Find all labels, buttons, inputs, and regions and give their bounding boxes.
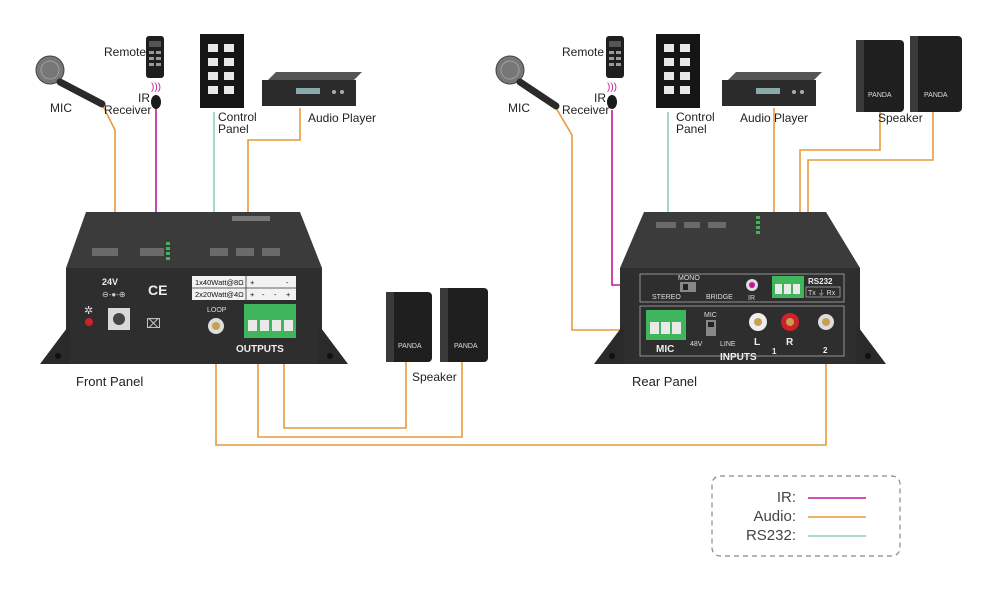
ir-port-label: IR <box>748 295 755 302</box>
input-1-label: 1 <box>772 347 777 356</box>
speaker-icon <box>910 36 962 112</box>
stereo-label: STEREO <box>652 294 681 301</box>
remote-label-left: Remote <box>104 45 146 59</box>
legend-audio-label: Audio: <box>753 508 796 525</box>
mic-label-right: MIC <box>508 101 530 115</box>
remote-icon-left <box>146 36 164 78</box>
weee-icon: ⌧ <box>146 316 161 331</box>
mic-head-icon <box>495 55 525 85</box>
input-2-label: 2 <box>823 346 828 355</box>
inputs-label: INPUTS <box>720 352 757 363</box>
mic-body-icon <box>56 78 106 108</box>
ce-mark: CE <box>148 282 167 298</box>
control-panel-icon-left <box>200 34 244 108</box>
power-label: 24V <box>102 277 118 287</box>
legend: IR: Audio: RS232: <box>711 475 901 557</box>
loop-label: LOOP <box>207 307 227 314</box>
mic-line-switch[interactable] <box>706 320 716 336</box>
legend-box <box>711 475 901 557</box>
speaker-pair-front: PANDA PANDA <box>386 288 488 362</box>
right-label: R <box>786 337 794 348</box>
speaker-cable-right-b <box>807 112 934 215</box>
rs232-label: RS232 <box>808 277 833 286</box>
polarity-icon: ⊖-●-⊕ <box>102 290 126 299</box>
mic-block-label: MIC <box>656 344 674 355</box>
speaker-label-rear: Speaker <box>878 111 923 125</box>
speaker-cable-left-b <box>283 348 407 429</box>
rear-panel-amplifier: MONO STEREO BRIDGE IR RS232 Tx ⏚ Rx MIC … <box>594 212 886 364</box>
ir-wave-icon-right: ))) <box>607 82 617 93</box>
svg-text:PANDA: PANDA <box>868 92 892 99</box>
control-panel-icon-right <box>656 34 700 108</box>
ir-receiver-label-left-1: IR <box>138 91 150 105</box>
mic-switch-label: MIC <box>704 312 717 319</box>
rating-minus-2: - <box>262 290 265 299</box>
audio-player-icon-right <box>722 72 822 106</box>
ir-receiver-icon-right <box>607 95 617 109</box>
rating-1: 1x40Watt@8Ω <box>195 278 244 287</box>
left-label: L <box>754 337 760 348</box>
ir-wave-icon-left: ))) <box>151 82 161 93</box>
line-label: LINE <box>720 341 736 348</box>
audio-player-cable-left <box>247 108 301 212</box>
rating-minus-1: - <box>286 278 289 287</box>
rear-panel-caption: Rear Panel <box>632 374 697 389</box>
rating-plus-1: + <box>250 278 255 287</box>
audio-player-label-right: Audio Player <box>740 111 808 125</box>
control-panel-label-left-1: Control <box>218 110 257 124</box>
control-panel-label-left-2: Panel <box>218 122 249 136</box>
mic-head-icon <box>35 55 65 85</box>
speaker-cable-right-a <box>799 112 881 215</box>
audio-player-icon-left <box>262 72 362 106</box>
power-led <box>85 318 93 326</box>
48v-label: 48V <box>690 341 703 348</box>
ir-receiver-label-right-2: Receiver <box>562 103 609 117</box>
mic-audio-cable-right <box>555 107 640 331</box>
microphone-left <box>35 55 106 108</box>
speaker-label-front: Speaker <box>412 370 457 384</box>
rating-minus-3: - <box>274 290 277 299</box>
front-panel-caption: Front Panel <box>76 374 143 389</box>
microphone-right <box>495 55 560 110</box>
mic-audio-cable-left <box>99 99 116 212</box>
remote-icon-right <box>606 36 624 78</box>
speaker-icon <box>386 292 432 362</box>
rating-plus-2: + <box>250 290 255 299</box>
loop-to-input2-cable <box>215 330 827 446</box>
ir-receiver-label-left-2: Receiver <box>104 103 151 117</box>
front-panel-amplifier: 24V ⊖-●-⊕ CE ✲ ⌧ 1x40Watt@8Ω 2x20Watt@4Ω… <box>40 212 348 364</box>
rating-plus-3: + <box>286 290 291 299</box>
svg-text:PANDA: PANDA <box>454 343 478 350</box>
control-panel-label-right-1: Control <box>676 110 715 124</box>
light-icon: ✲ <box>84 305 93 317</box>
mic-body-icon <box>516 78 560 110</box>
speaker-cable-left-a <box>257 348 463 438</box>
ir-receiver-label-right-1: IR <box>594 91 606 105</box>
svg-text:PANDA: PANDA <box>398 343 422 350</box>
outputs-label: OUTPUTS <box>236 344 284 355</box>
mic-label-left: MIC <box>50 101 72 115</box>
control-panel-label-right-2: Panel <box>676 122 707 136</box>
rating-2: 2x20Watt@4Ω <box>195 290 244 299</box>
speaker-pair-rear: PANDA PANDA <box>856 36 962 112</box>
audio-player-label-left: Audio Player <box>308 111 376 125</box>
legend-rs232-label: RS232: <box>746 527 796 544</box>
txrx-label: Tx ⏚ Rx <box>808 289 836 297</box>
svg-text:PANDA: PANDA <box>924 92 948 99</box>
ir-receiver-icon-left <box>151 95 161 109</box>
remote-label-right: Remote <box>562 45 604 59</box>
bridge-label: BRIDGE <box>706 294 733 301</box>
speaker-icon <box>856 40 904 112</box>
legend-ir-label: IR: <box>777 489 796 506</box>
mono-label: MONO <box>678 275 700 282</box>
speaker-icon <box>440 288 488 362</box>
